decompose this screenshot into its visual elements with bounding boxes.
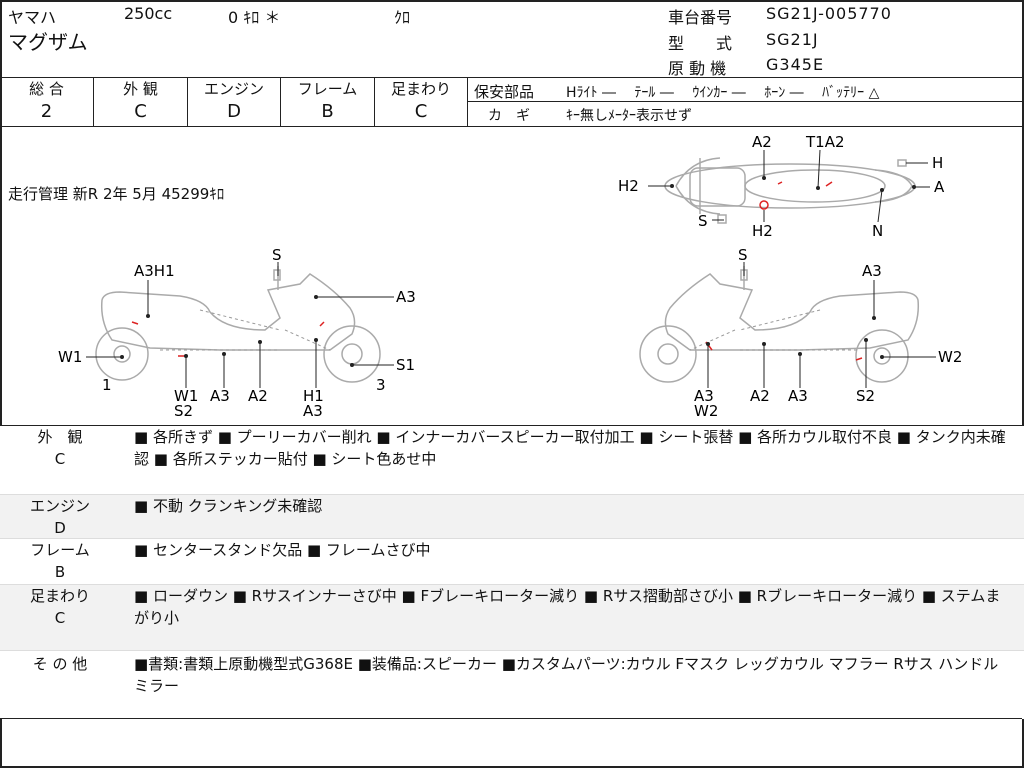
key-label: カ ギ — [488, 108, 530, 124]
top-label-a: A — [934, 178, 945, 196]
left-label-1: 1 — [102, 376, 112, 394]
engine-label: 原 動 機 — [668, 59, 727, 78]
grade-suspension-value: C — [414, 101, 428, 122]
right-label-s2: S2 — [856, 387, 875, 405]
section-engine: エンジン D ■ 不動 クランキング未確認 — [0, 494, 1024, 539]
right-label-s: S — [738, 246, 748, 264]
section-engine-grade: D — [54, 519, 66, 537]
right-label-w2: W2 — [938, 348, 962, 366]
grade-engine-label: エンジン — [203, 80, 264, 98]
left-label-w1-bottom: W1 — [174, 387, 198, 405]
mileage-management: 走行管理 新R 2年 5月 45299ｷﾛ — [8, 185, 225, 203]
grade-overall-label: 総 合 — [29, 80, 64, 98]
section-exterior-grade: C — [54, 450, 66, 468]
grade-exterior-label: 外 観 — [123, 80, 158, 98]
frame-no: SG21J-005770 — [766, 4, 892, 23]
key-value: ｷｰ無しﾒｰﾀｰ表示せず — [566, 108, 692, 124]
grade-engine-value: D — [227, 101, 241, 122]
grade-exterior-value: C — [134, 101, 147, 122]
section-other: そ の 他 ■書類:書類上原動機型式G368E ■装備品:スピーカー ■カスタム… — [0, 650, 1024, 719]
model-code: SG21J — [766, 30, 819, 49]
damage-diagram: .bike{fill:none;stroke:#aaa;stroke-width… — [58, 133, 962, 420]
left-label-s2: S2 — [174, 402, 193, 420]
left-label-a3h1: A3H1 — [134, 262, 175, 280]
frame-no-label: 車台番号 — [668, 8, 733, 27]
left-side-leaders — [86, 262, 394, 388]
section-exterior-title: 外 観 — [37, 428, 83, 446]
section-exterior-text: ■ 各所きず ■ プーリーカバー削れ ■ インナーカバースピーカー取付加工 ■ … — [134, 428, 1006, 468]
right-label-a3-bottom: A3 — [694, 387, 714, 405]
grade-suspension-label: 足まわり — [390, 80, 451, 98]
section-frame-text: ■ センタースタンド欠品 ■ フレームさび中 — [134, 541, 431, 559]
section-suspension: 足まわり C ■ ローダウン ■ Rサスインナーさび中 ■ Fブレーキローター減… — [0, 584, 1024, 651]
section-frame-grade: B — [54, 563, 66, 581]
model-name: マグザム — [8, 30, 88, 54]
grade-frame-label: フレーム — [297, 80, 358, 98]
right-side-leaders — [706, 262, 936, 388]
top-label-s: S — [698, 212, 708, 230]
right-side-scooter — [639, 266, 920, 383]
left-label-s: S — [272, 246, 282, 264]
section-frame: フレーム B ■ センタースタンド欠品 ■ フレームさび中 — [0, 538, 1024, 585]
left-label-w1: W1 — [58, 348, 82, 366]
mileage-display: 0 ｷﾛ ＊ — [228, 8, 281, 27]
left-side-scooter — [95, 266, 381, 383]
grade-frame: フレーム B — [281, 78, 374, 126]
left-label-h1: H1 — [303, 387, 324, 405]
top-label-h2-left: H2 — [618, 177, 639, 195]
grade-overall: 総 合 2 — [0, 78, 93, 126]
top-label-n: N — [872, 222, 883, 240]
right-label-w2-bottom: W2 — [694, 402, 718, 420]
right-label-a3-mid: A3 — [788, 387, 808, 405]
section-other-title: そ の 他 — [32, 655, 88, 673]
section-other-text: ■書類:書類上原動機型式G368E ■装備品:スピーカー ■カスタムパーツ:カウ… — [134, 655, 999, 695]
section-suspension-text: ■ ローダウン ■ Rサスインナーさび中 ■ Fブレーキローター減り ■ Rサス… — [134, 587, 1001, 627]
section-suspension-title: 足まわり — [29, 587, 90, 605]
left-label-s1: S1 — [396, 356, 415, 374]
top-label-a2: A2 — [752, 133, 772, 151]
grade-engine: エンジン D — [188, 78, 280, 126]
maker: ヤマハ — [8, 8, 57, 27]
left-label-a3: A3 — [396, 288, 416, 306]
safety-label: 保安部品 — [474, 83, 535, 101]
section-suspension-grade: C — [54, 609, 66, 627]
model-code-label: 型 式 — [668, 34, 733, 53]
left-label-a2: A2 — [248, 387, 268, 405]
left-label-a3-low: A3 — [303, 402, 323, 420]
top-view-leaders — [648, 149, 930, 223]
left-label-3: 3 — [376, 376, 386, 394]
section-engine-title: エンジン — [29, 497, 90, 515]
grade-suspension: 足まわり C — [375, 78, 467, 126]
top-label-h2-bottom: H2 — [752, 222, 773, 240]
safety-items: Hﾗｲﾄ ― ﾃｰﾙ ― ｳｲﾝｶｰ ― ﾎｰﾝ ― ﾊﾞｯﾃﾘｰ △ — [566, 85, 880, 101]
section-frame-title: フレーム — [30, 541, 90, 559]
section-exterior: 外 観 C ■ 各所きず ■ プーリーカバー削れ ■ インナーカバースピーカー取… — [0, 426, 1024, 494]
right-label-a3: A3 — [862, 262, 882, 280]
left-label-a3-bottom: A3 — [210, 387, 230, 405]
grade-exterior: 外 観 C — [94, 78, 187, 126]
engine-cc: 250cc — [124, 4, 173, 23]
top-label-h: H — [932, 154, 943, 172]
right-label-a2: A2 — [750, 387, 770, 405]
grade-frame-value: B — [321, 101, 334, 122]
engine-no: G345E — [766, 55, 825, 74]
section-engine-text: ■ 不動 クランキング未確認 — [134, 497, 323, 515]
color: ｸﾛ — [394, 8, 411, 27]
top-label-t1a2: T1A2 — [805, 133, 845, 151]
grade-overall-value: 2 — [40, 101, 53, 122]
